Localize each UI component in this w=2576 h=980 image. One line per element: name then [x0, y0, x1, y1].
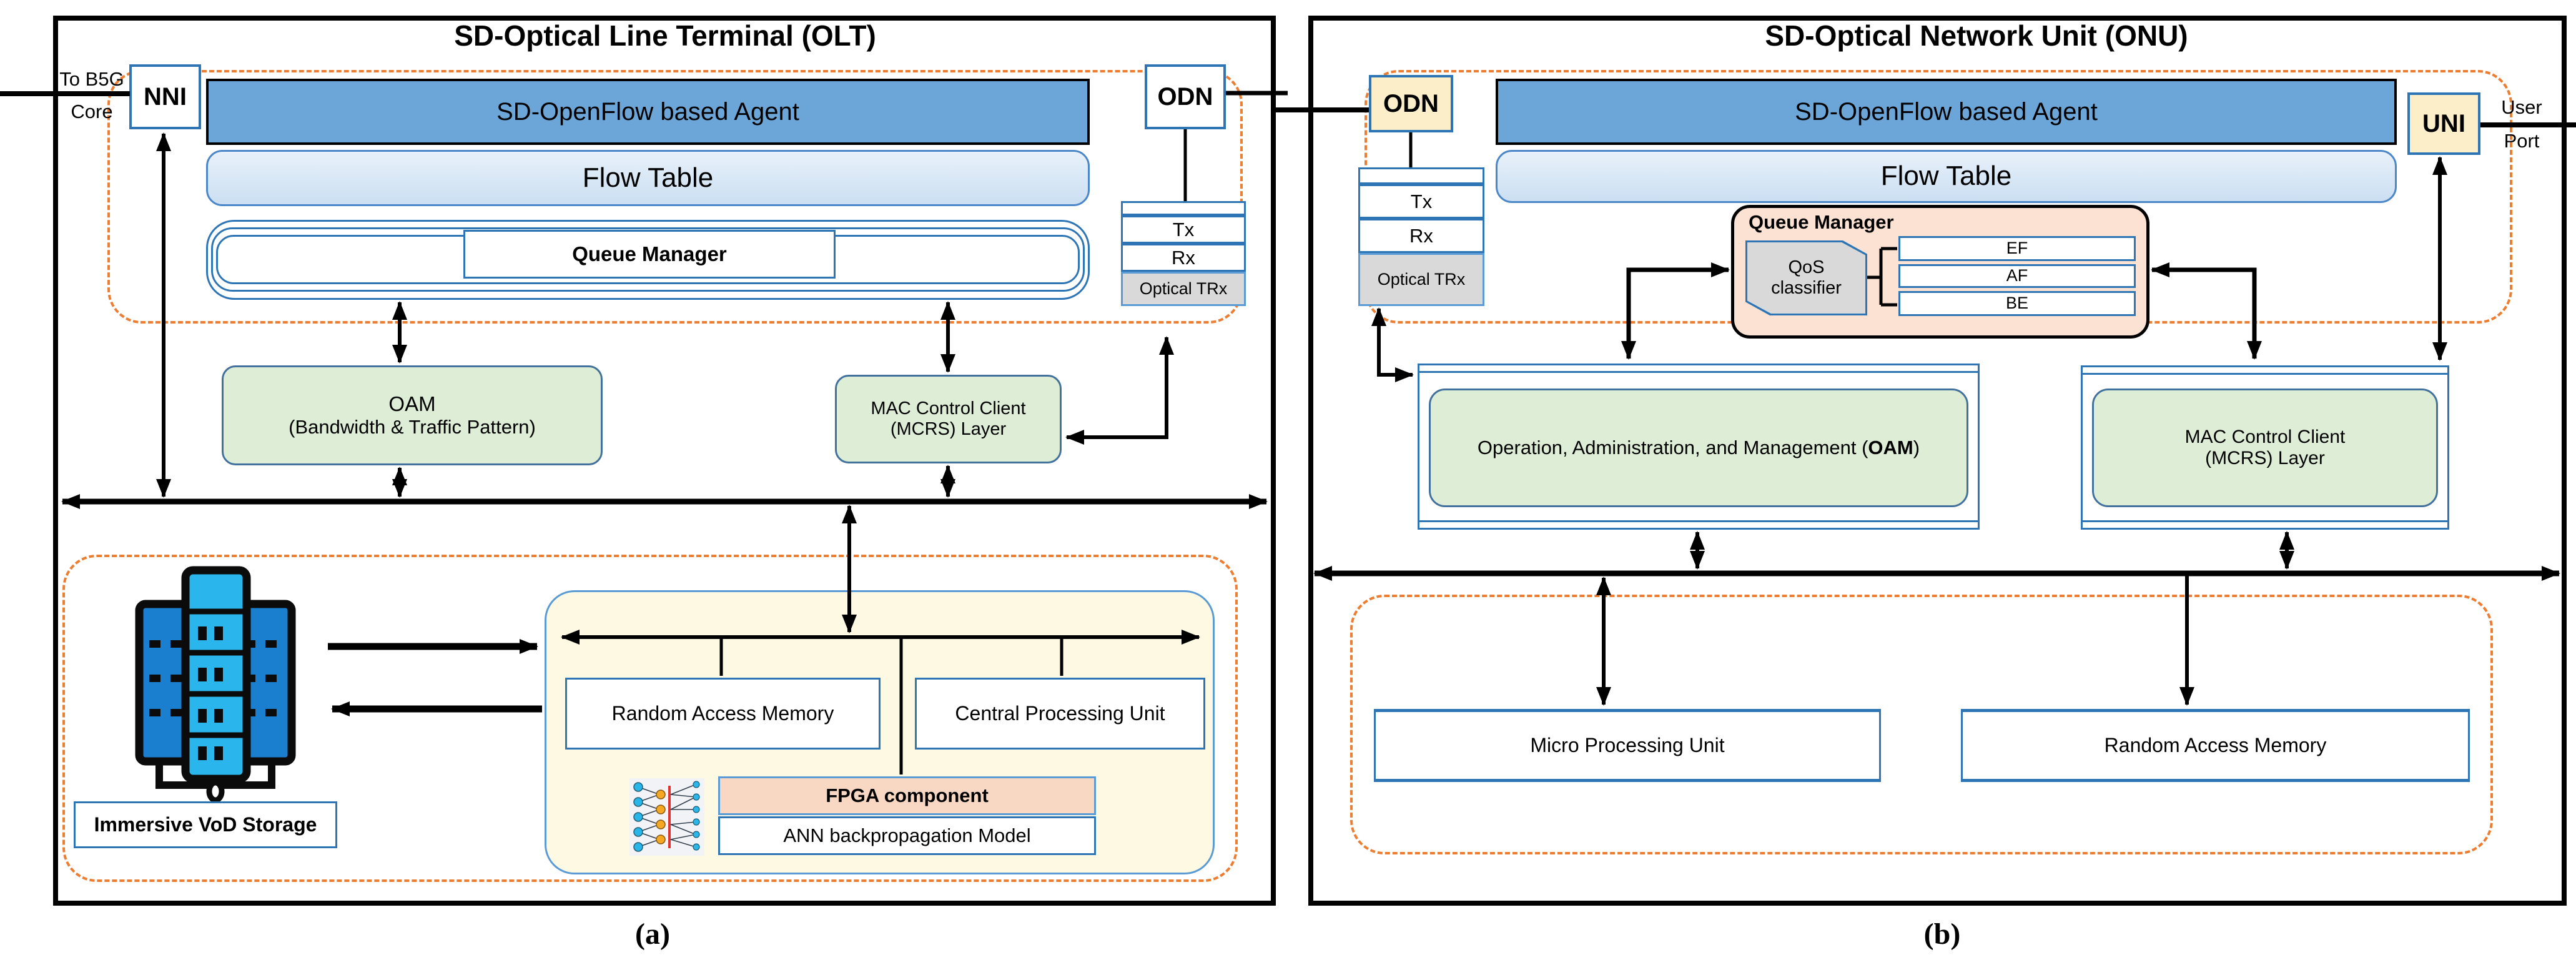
onu-mcrs-module: MAC Control Client (MCRS) Layer	[2092, 389, 2438, 507]
olt-mcrs-module: MAC Control Client (MCRS) Layer	[835, 375, 1062, 463]
onu-ram-box: Random Access Memory	[1961, 709, 2470, 782]
nni-port: NNI	[129, 64, 201, 129]
caption-b: (b)	[1923, 918, 1961, 951]
onu-oam-layer-top	[1419, 371, 1978, 373]
olt-hardware-region	[62, 555, 1238, 882]
olt-rx-cell: Rx	[1121, 244, 1246, 272]
caption-a: (a)	[635, 918, 670, 951]
onu-title: SD-Optical Network Unit (ONU)	[1765, 19, 2188, 52]
olt-optical-trx-cell: Optical TRx	[1121, 272, 1246, 306]
onu-openflow-agent: SD-OpenFlow based Agent	[1496, 79, 2397, 145]
onu-flow-table: Flow Table	[1496, 150, 2397, 203]
olt-tx-cell: Tx	[1121, 215, 1246, 244]
olt-cpu-box: Central Processing Unit	[915, 678, 1205, 750]
olt-mcrs-line2: (MCRS) Layer	[890, 419, 1007, 439]
onu-queue-be: BE	[1898, 291, 2136, 316]
onu-queue-manager-title: Queue Manager	[1749, 211, 1894, 234]
olt-queue-manager-label: Queue Manager	[463, 230, 836, 279]
onu-oam-text-bold: OAM	[1868, 437, 1913, 459]
onu-oam-text-suffix: )	[1913, 437, 1920, 459]
olt-trx-top-strip	[1121, 201, 1246, 215]
olt-fpga-box: FPGA component	[718, 776, 1096, 815]
onu-tx-cell: Tx	[1358, 184, 1484, 219]
onu-qos-line2: classifier	[1771, 278, 1842, 298]
onu-mcrs-layer-top	[2083, 373, 2447, 375]
core-label: Core	[71, 101, 113, 123]
onu-oam-layer-bottom	[1419, 520, 1978, 522]
olt-vod-storage-label: Immersive VoD Storage	[74, 801, 337, 848]
olt-flow-table: Flow Table	[206, 150, 1090, 206]
olt-oam-module: OAM (Bandwidth & Traffic Pattern)	[222, 365, 603, 465]
onu-trx-top-strip	[1358, 167, 1484, 184]
user-label: User	[2501, 96, 2542, 119]
olt-agent-region	[107, 70, 1243, 324]
onu-mcrs-line1: MAC Control Client	[2184, 426, 2346, 447]
olt-mcrs-line1: MAC Control Client	[871, 398, 1026, 418]
onu-uni-port: UNI	[2407, 92, 2480, 155]
olt-title: SD-Optical Line Terminal (OLT)	[454, 19, 876, 52]
olt-openflow-agent: SD-OpenFlow based Agent	[206, 79, 1090, 145]
onu-queue-af: AF	[1898, 264, 2136, 288]
olt-oam-line1: OAM	[388, 392, 436, 416]
onu-optical-trx-cell: Optical TRx	[1358, 253, 1484, 306]
olt-ann-box: ANN backpropagation Model	[718, 816, 1096, 855]
onu-qos-classifier: QoS classifier	[1747, 242, 1865, 314]
onu-queue-ef: EF	[1898, 236, 2136, 261]
onu-odn-port: ODN	[1369, 75, 1453, 132]
olt-oam-line2: (Bandwidth & Traffic Pattern)	[289, 416, 536, 438]
olt-odn-port: ODN	[1145, 64, 1226, 129]
to-b5g-label: To B5G	[59, 68, 124, 91]
onu-mcrs-line2: (MCRS) Layer	[2205, 448, 2325, 468]
onu-hardware-region	[1350, 595, 2493, 854]
olt-ram-box: Random Access Memory	[565, 678, 881, 750]
onu-oam-text-prefix: Operation, Administration, and Managemen…	[1477, 437, 1868, 459]
onu-rx-cell: Rx	[1358, 219, 1484, 253]
onu-mpu-box: Micro Processing Unit	[1374, 709, 1881, 782]
onu-oam-module: Operation, Administration, and Managemen…	[1429, 389, 1968, 507]
onu-mcrs-layer-bottom	[2083, 520, 2447, 522]
onu-qos-line1: QoS	[1788, 257, 1825, 277]
port-label: Port	[2504, 130, 2540, 152]
